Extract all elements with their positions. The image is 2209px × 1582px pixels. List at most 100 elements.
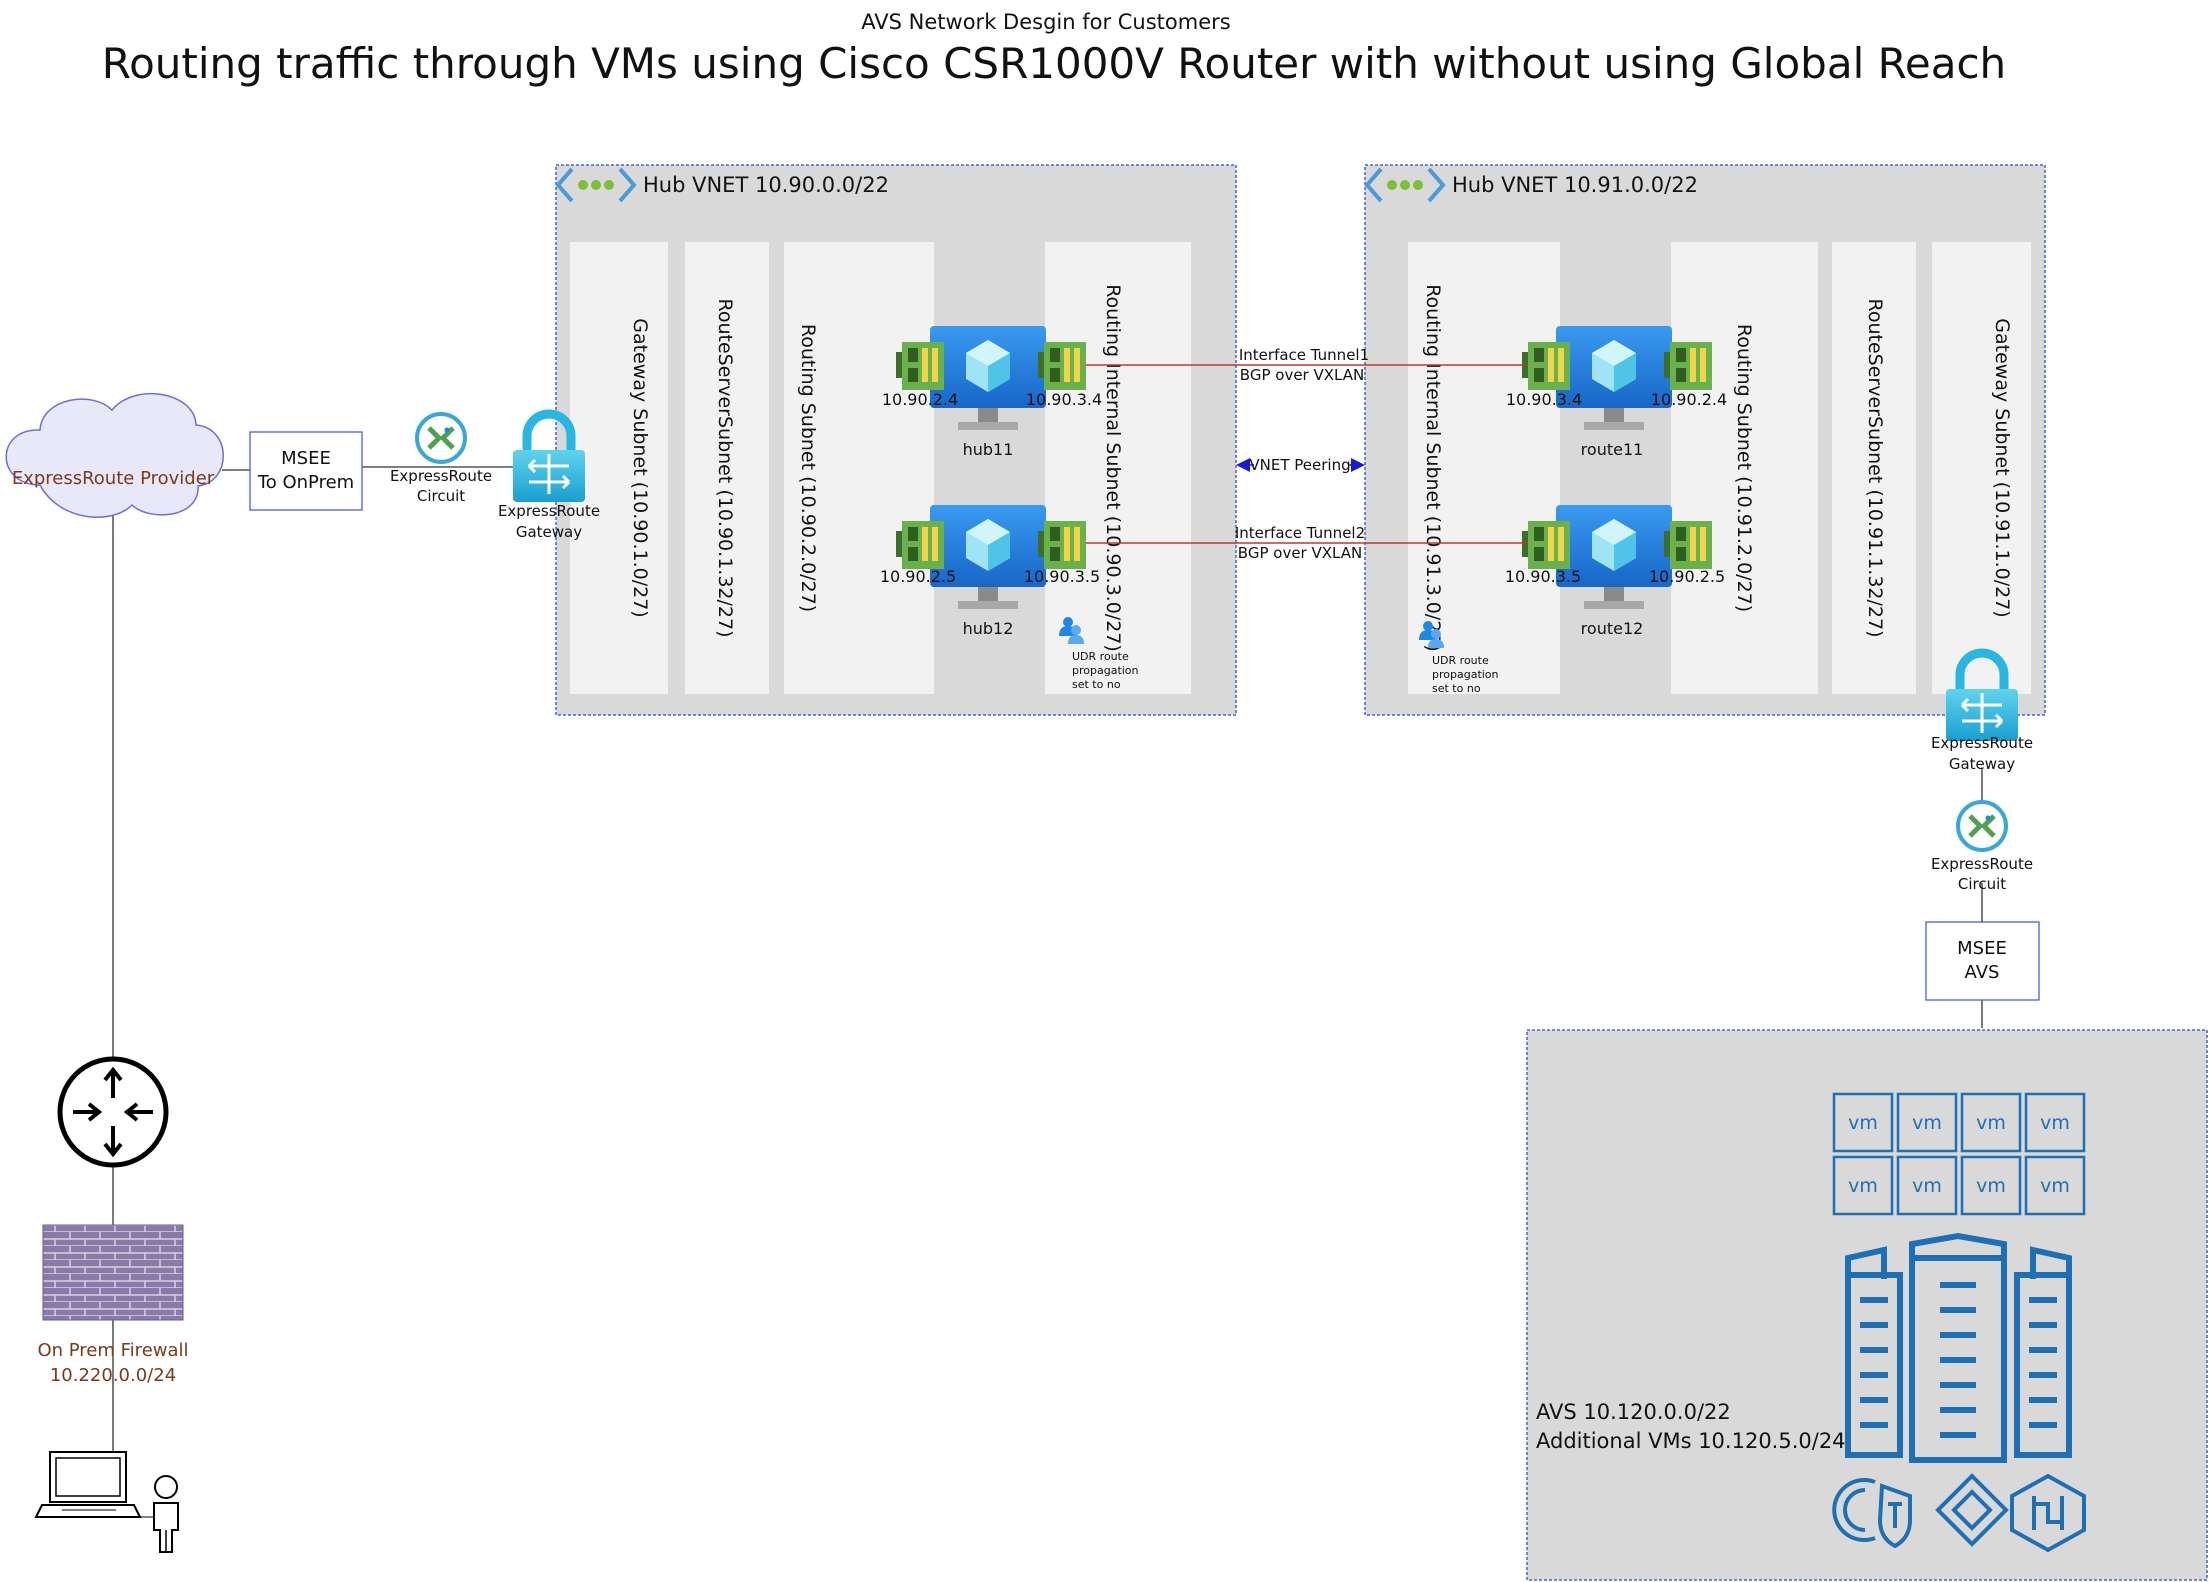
avs-circuit-label-1: ExpressRoute (1931, 855, 2033, 873)
msee-onprem-label-1: MSEE (281, 448, 331, 469)
avs-label-1: AVS 10.120.0.0/22 (1536, 1400, 1731, 1424)
vm-hub12[interactable]: 10.90.2.5 10.90.3.5 hub12 (880, 505, 1100, 638)
vnet-peering: VNET Peering (1236, 455, 1365, 475)
tunnel-2: Interface Tunnel2 BGP over VXLAN (1086, 524, 1528, 562)
nic-icon (1664, 521, 1712, 569)
onprem-circuit-label-1: ExpressRoute (390, 467, 492, 485)
route-server-subnet-left-label: RouteServerSubnet (10.90.1.32/27) (714, 299, 736, 638)
hub12-ip-right: 10.90.3.5 (1024, 567, 1100, 586)
hub-vnet-right-label: Hub VNET 10.91.0.0/22 (1452, 173, 1698, 197)
vm-hub11[interactable]: 10.90.2.4 10.90.3.4 hub11 (882, 326, 1102, 459)
route12-ip-left: 10.90.3.5 (1505, 567, 1581, 586)
gateway-subnet-left (570, 242, 668, 694)
udr-note-right-3: set to no (1432, 682, 1481, 695)
firewall-label-1: On Prem Firewall (37, 1340, 188, 1361)
vsan-icon (1935, 1473, 2009, 1547)
diagram-subtitle: AVS Network Desgin for Customers (861, 10, 1230, 34)
cloud-icon (5, 392, 224, 518)
tunnel2-protocol: BGP over VXLAN (1238, 544, 1362, 562)
tunnel-1: Interface Tunnel1 BGP over VXLAN (1086, 346, 1528, 384)
expressroute-circuit-icon[interactable] (417, 414, 465, 462)
avs-gateway-label-2: Gateway (1949, 755, 2015, 773)
vm-cell[interactable]: vm (1960, 1155, 2022, 1216)
vm-cell[interactable]: vm (2024, 1092, 2086, 1153)
gateway-subnet-right-label: Gateway Subnet (10.91.1.0/27) (1991, 318, 2013, 617)
onprem-gateway-label-1: ExpressRoute (498, 502, 600, 520)
hub11-ip-left: 10.90.2.4 (882, 390, 958, 409)
vm-cell[interactable]: vm (1832, 1155, 1894, 1216)
routing-subnet-right (1671, 242, 1818, 694)
hub11-name: hub11 (963, 440, 1014, 459)
vnet-peering-label: VNET Peering (1249, 456, 1350, 474)
datacenter-icon (1845, 1232, 2072, 1463)
laptop-user-icon (34, 1451, 179, 1553)
onprem-circuit-label-2: Circuit (417, 487, 465, 505)
avs-label-2: Additional VMs 10.120.5.0/24 (1536, 1429, 1846, 1453)
vm-route12[interactable]: 10.90.3.5 10.90.2.5 route12 (1505, 505, 1725, 638)
vm-cell-label: vm (1976, 1175, 2006, 1197)
vm-cell-label: vm (2040, 1175, 2070, 1197)
vm-cell-label: vm (1848, 1175, 1878, 1197)
udr-note-left-2: propagation (1072, 664, 1139, 677)
vm-cell[interactable]: vm (1832, 1092, 1894, 1153)
hub-vnet-left-label: Hub VNET 10.90.0.0/22 (643, 173, 889, 197)
msee-onprem-label-2: To OnPrem (257, 472, 354, 493)
hub12-ip-left: 10.90.2.5 (880, 567, 956, 586)
vm-cell-label: vm (1912, 1112, 1942, 1134)
vm-cell[interactable]: vm (1960, 1092, 2022, 1153)
avs-gateway-label-1: ExpressRoute (1931, 734, 2033, 752)
route-server-subnet-left (685, 242, 769, 694)
route-server-subnet-right-label: RouteServerSubnet (10.91.1.32/27) (1864, 299, 1886, 638)
vm-cell-label: vm (1912, 1175, 1942, 1197)
firewall-label-2: 10.220.0.0/24 (50, 1365, 176, 1386)
nic-icon (1038, 342, 1086, 390)
onprem-side: ExpressRoute Provider MSEE To OnPrem Exp… (5, 392, 600, 1553)
route11-name: route11 (1581, 440, 1644, 459)
msee-onprem-box[interactable] (249, 431, 363, 511)
vm-cell-label: vm (1848, 1112, 1878, 1134)
nic-icon (896, 342, 944, 390)
route12-name: route12 (1581, 619, 1644, 638)
hub-vnet-right: Hub VNET 10.91.0.0/22 Routing Internal S… (1364, 164, 2046, 716)
expressroute-circuit-icon[interactable] (1958, 802, 2006, 850)
expressroute-provider-label: ExpressRoute Provider (12, 468, 215, 489)
msee-avs-label-1: MSEE (1957, 938, 2007, 959)
route-server-subnet-right (1832, 242, 1916, 694)
vm-route11[interactable]: 10.90.3.4 10.90.2.4 route11 (1506, 326, 1727, 459)
avs-side: ExpressRoute Gateway ExpressRoute Circui… (1526, 653, 2208, 1581)
avs-circuit-label-2: Circuit (1958, 875, 2006, 893)
onprem-gateway-label-2: Gateway (516, 523, 582, 541)
diagram-title: Routing traffic through VMs using Cisco … (102, 39, 2006, 88)
nic-icon (1038, 521, 1086, 569)
gateway-subnet-right (1932, 242, 2031, 694)
gateway-subnet-left-label: Gateway Subnet (10.90.1.0/27) (629, 318, 651, 617)
router-icon[interactable] (57, 1056, 169, 1168)
routing-internal-subnet-right (1408, 242, 1560, 694)
nic-icon (1522, 342, 1570, 390)
udr-note-left-1: UDR route (1072, 650, 1129, 663)
vm-cell[interactable]: vm (1896, 1155, 1958, 1216)
vm-cell[interactable]: vm (2024, 1155, 2086, 1216)
route11-ip-left: 10.90.3.4 (1506, 390, 1582, 409)
vm-cell[interactable]: vm (1896, 1092, 1958, 1153)
nsx-icon (2010, 1473, 2086, 1553)
vm-cell-label: vm (1976, 1112, 2006, 1134)
routing-internal-subnet-left-label: Routing Internal Subnet (10.90.3.0/27) (1102, 284, 1124, 652)
msee-avs-box[interactable] (1925, 921, 2040, 1001)
routing-subnet-right-label: Routing Subnet (10.91.2.0/27) (1733, 324, 1755, 612)
tunnel2-label: Interface Tunnel2 (1235, 524, 1365, 542)
routing-subnet-left-label: Routing Subnet (10.90.2.0/27) (797, 324, 819, 612)
udr-note-left-3: set to no (1072, 678, 1121, 691)
tunnel1-label: Interface Tunnel1 (1239, 346, 1369, 364)
route11-ip-right: 10.90.2.4 (1651, 390, 1727, 409)
routing-subnet-left (784, 242, 934, 694)
route12-ip-right: 10.90.2.5 (1649, 567, 1725, 586)
msee-avs-label-2: AVS (1965, 962, 2000, 983)
tunnel1-protocol: BGP over VXLAN (1240, 366, 1364, 384)
udr-note-right-2: propagation (1432, 668, 1499, 681)
udr-note-right-1: UDR route (1432, 654, 1489, 667)
vm-cell-label: vm (2040, 1112, 2070, 1134)
firewall-icon[interactable] (42, 1224, 184, 1321)
